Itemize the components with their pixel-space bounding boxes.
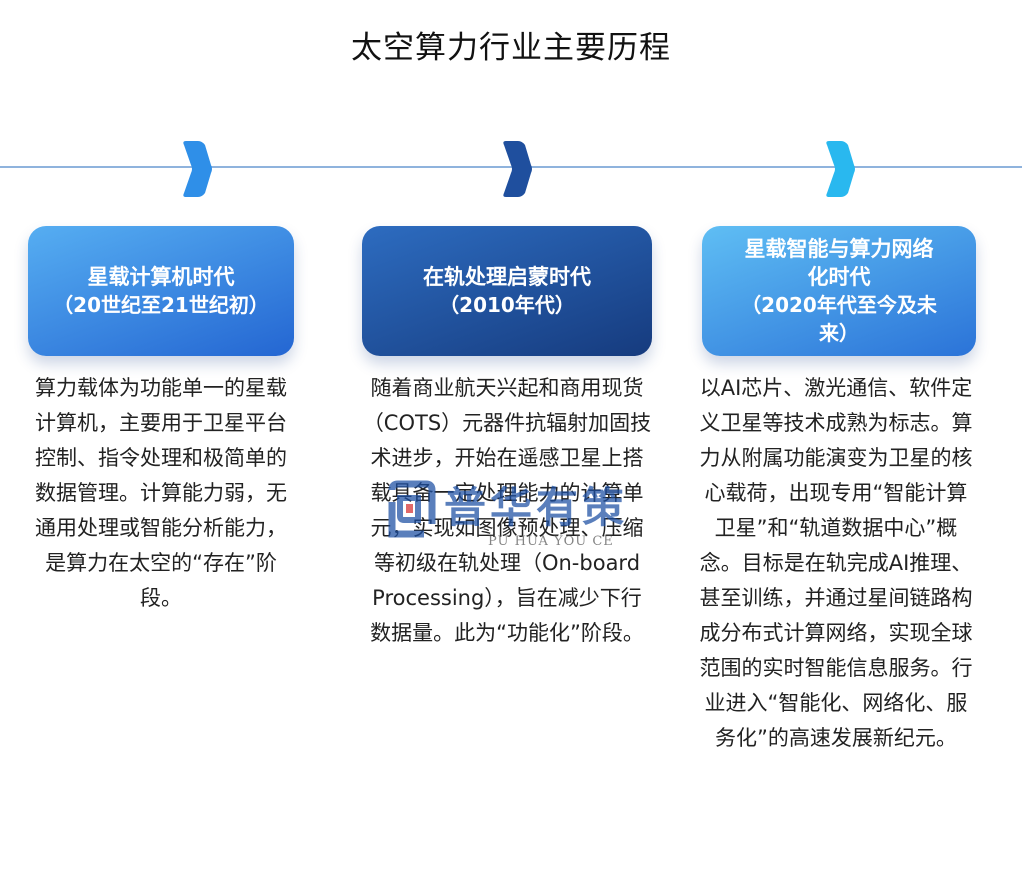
- stage-3-heading-card: 星载智能与算力网络 化时代 （2020年代至今及未 来）: [702, 226, 976, 356]
- stage-2-heading-card: 在轨处理启蒙时代 （2010年代）: [362, 226, 652, 356]
- timeline-marker-3-icon: [823, 137, 857, 201]
- timeline-line: [0, 166, 1022, 168]
- stage-3-heading-line-3: （2020年代至今及未: [741, 293, 937, 317]
- stage-3-heading-line-4: 来）: [819, 321, 859, 345]
- stage-1-heading-card: 星载计算机时代 （20世纪至21世纪初）: [28, 226, 294, 356]
- timeline-marker-1-icon: [180, 137, 214, 201]
- stage-1-heading-line-1: 星载计算机时代: [87, 265, 235, 289]
- stage-3-heading-line-2: 化时代: [807, 265, 871, 289]
- stage-2-description: 随着商业航天兴起和商用现货（COTS）元器件抗辐射加固技术进步，开始在遥感卫星上…: [362, 376, 652, 645]
- timeline-marker-2-icon: [500, 137, 534, 201]
- page-title: 太空算力行业主要历程: [351, 30, 671, 66]
- stage-2-heading-line-1: 在轨处理启蒙时代: [423, 265, 591, 289]
- stage-3-heading-line-1: 星载智能与算力网络: [744, 237, 934, 261]
- stage-1-heading-line-2: （20世纪至21世纪初）: [53, 293, 269, 317]
- stage-1-description: 算力载体为功能单一的星载计算机，主要用于卫星平台控制、指令处理和极简单的数据管理…: [35, 376, 287, 610]
- stage-3-description: 以AI芯片、激光通信、软件定义卫星等技术成熟为标志。算力从附属功能演变为卫星的核…: [699, 376, 973, 750]
- stage-2-heading-line-2: （2010年代）: [439, 293, 575, 317]
